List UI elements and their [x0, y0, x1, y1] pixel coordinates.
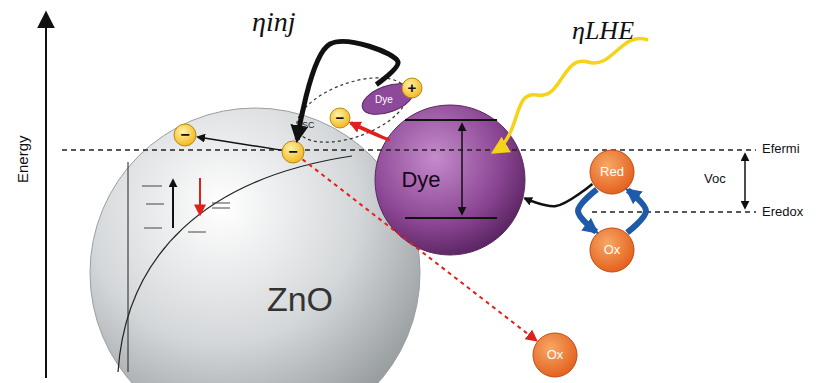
recombination-arrow: [302, 159, 536, 340]
node-text: ZnO: [267, 281, 333, 318]
hole: +: [402, 78, 422, 98]
electron: −: [174, 124, 196, 146]
trap-excitation-arrow: [172, 180, 174, 228]
regeneration-arrow: [525, 184, 593, 206]
band-axis: [128, 162, 129, 372]
node-text: SC: [302, 121, 315, 131]
node-text: Ox: [547, 348, 564, 362]
electron-shape: [174, 124, 196, 146]
trap-states: [142, 186, 230, 232]
redox-cycle-arrow: [578, 189, 597, 232]
node-text: −: [180, 126, 189, 144]
electron-transport-arrow: [198, 137, 281, 150]
electron: −: [282, 141, 304, 163]
hole-shape: [402, 78, 422, 98]
node-text: Red: [600, 165, 624, 179]
oxidized-species: Ox: [533, 333, 577, 377]
adsorbed-dye-shape: [358, 78, 418, 121]
reduced-species-shape: [590, 150, 634, 194]
redox-cycle-arrow: [627, 190, 646, 233]
trap-relaxation-arrow: [199, 178, 201, 214]
energy-level-label: Eredox: [762, 204, 803, 219]
voltage-label: Voc: [704, 171, 726, 186]
efficiency-label: ηLHE: [572, 16, 634, 46]
node-text: −: [288, 143, 297, 161]
node-text: Dye: [401, 168, 440, 192]
light-wave-arrow: [494, 38, 648, 152]
dye-homo-level: [405, 217, 497, 219]
node-text: Dye: [375, 94, 393, 105]
redox-level-line: [592, 211, 756, 213]
node-text: −: [336, 110, 345, 127]
electron-shape: [282, 141, 304, 163]
fermi-level-line: [62, 149, 756, 151]
oxidized-species-shape: [590, 228, 634, 272]
dye-gap-arrow: [461, 124, 463, 214]
reduced-species: Red: [590, 150, 634, 194]
voc-arrow: [744, 154, 746, 208]
injection-arrow: [297, 42, 398, 140]
node-text: +: [408, 80, 417, 97]
adsorbed-dye: Dye+: [361, 86, 415, 112]
efficiency-label: ηinj: [252, 6, 295, 38]
excitation-arrow: [351, 123, 388, 140]
energy-axis: [45, 14, 47, 378]
axis-label: Energy: [14, 135, 31, 183]
band-bending-curve: [118, 156, 352, 372]
oxidized-species: Ox: [590, 228, 634, 272]
semiconductor-dye-complex: SCDye+−: [294, 83, 410, 137]
electron: −: [330, 108, 350, 128]
oxidized-species-shape: [533, 333, 577, 377]
energy-level-label: Efermi: [762, 141, 800, 156]
dye-sphere-shape: [375, 105, 525, 255]
dye-sphere: Dye: [375, 105, 525, 255]
node-text: Ox: [604, 243, 621, 257]
dye-lumo-level: [405, 119, 497, 121]
electron-shape: [330, 108, 350, 128]
zno-sphere: ZnO − −: [90, 108, 420, 383]
